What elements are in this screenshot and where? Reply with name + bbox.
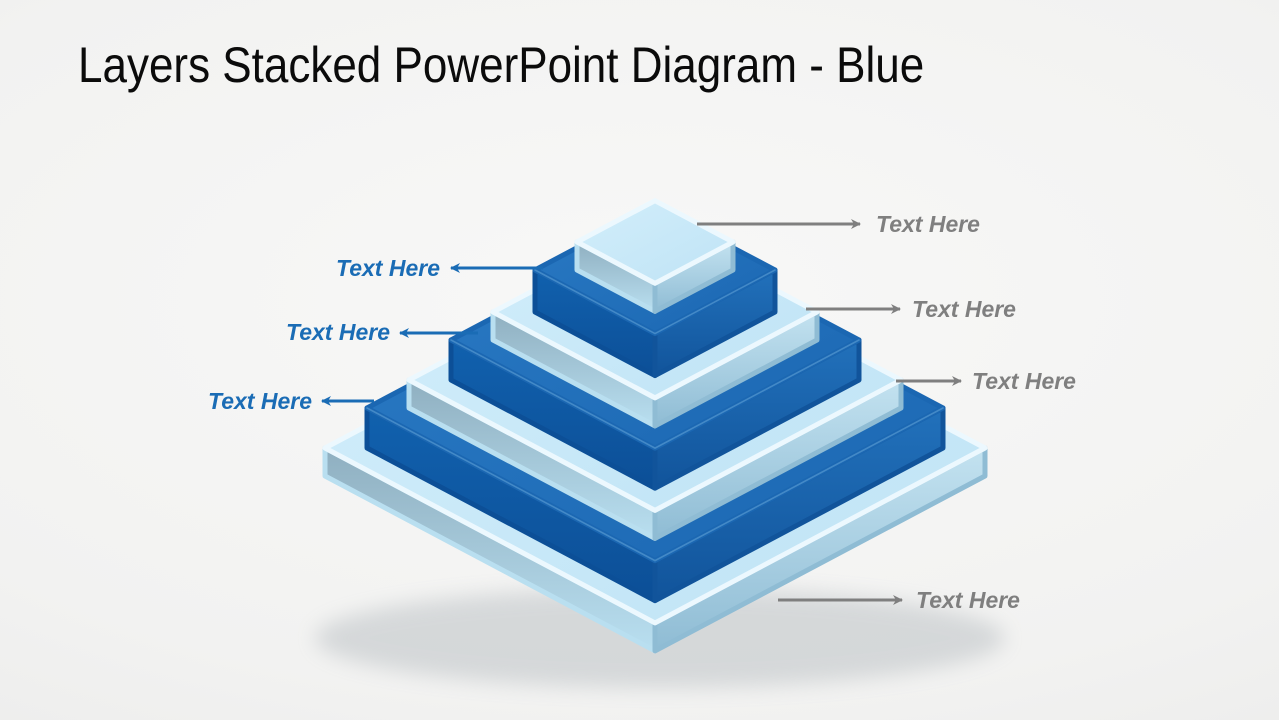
callout-text: Text Here [876,211,980,237]
callout-text: Text Here [208,388,312,414]
callout-label-left-2: Text Here [286,318,390,346]
callout-label-right-3: Text Here [972,367,1076,395]
callout-text: Text Here [912,296,1016,322]
callout-text: Text Here [972,368,1076,394]
callout-label-right-1: Text Here [876,210,980,238]
callout-label-left-1: Text Here [336,254,440,282]
slide-title: Layers Stacked PowerPoint Diagram - Blue [78,37,925,93]
callout-text: Text Here [916,587,1020,613]
callout-label-left-3: Text Here [208,387,312,415]
callout-label-right-4: Text Here [916,586,1020,614]
callout-label-right-2: Text Here [912,295,1016,323]
callout-text: Text Here [336,255,440,281]
callout-text: Text Here [286,319,390,345]
pyramid-layer-1 [574,198,736,314]
